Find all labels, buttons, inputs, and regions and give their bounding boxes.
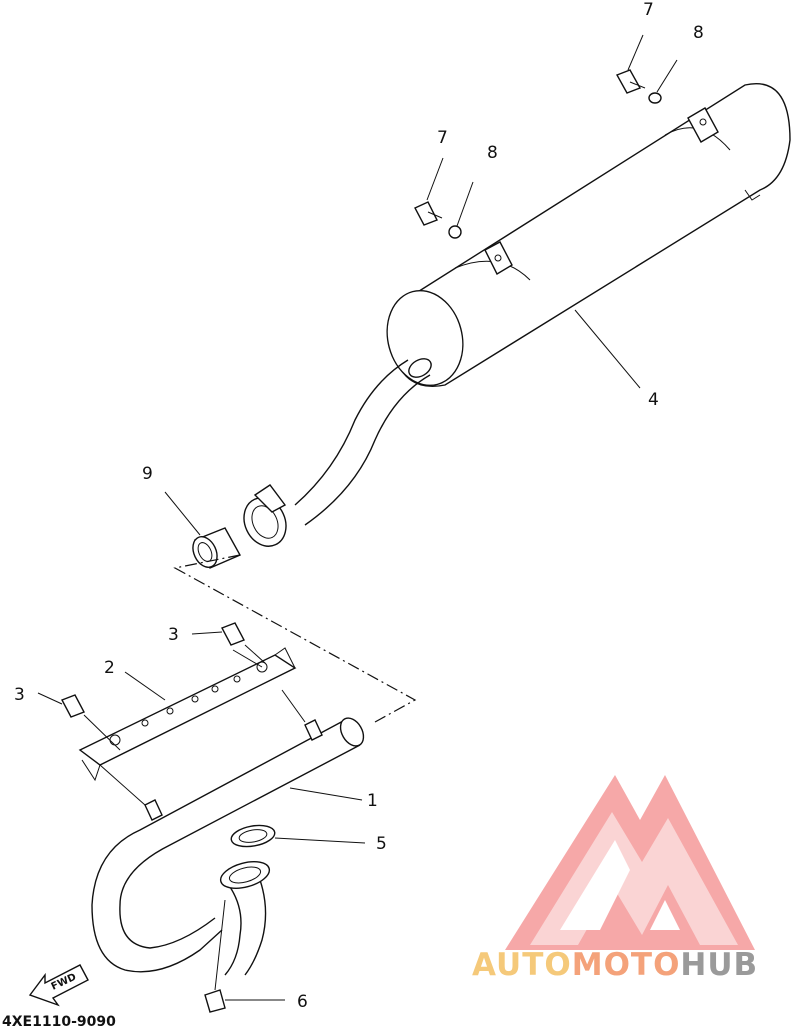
gasket-sleeve xyxy=(192,527,241,569)
label-part-6: 6 xyxy=(297,992,308,1012)
label-part-7-upper: 7 xyxy=(643,0,654,20)
washer-8-upper xyxy=(648,92,662,104)
watermark-logo xyxy=(505,775,755,950)
label-part-3-upper: 3 xyxy=(168,625,179,645)
gasket-ring xyxy=(230,824,276,848)
fwd-arrow: FWD xyxy=(28,964,89,1007)
label-part-3-left: 3 xyxy=(14,685,25,705)
leader-lines xyxy=(37,34,678,1001)
label-part-8-lower: 8 xyxy=(487,143,498,163)
muffler-inlet-pipe xyxy=(294,358,432,526)
label-part-9: 9 xyxy=(142,464,153,484)
watermark-text: AUTOMOTOHUB xyxy=(472,947,758,983)
label-part-7-lower: 7 xyxy=(437,128,448,148)
label-part-1: 1 xyxy=(367,791,378,811)
bolt-6 xyxy=(204,989,226,1013)
pipe-clamp xyxy=(243,484,287,547)
bolt-7-upper xyxy=(615,69,646,94)
watermark-auto: AUTO xyxy=(472,947,572,983)
watermark-hub: HUB xyxy=(680,947,758,983)
bolt-3-upper xyxy=(221,622,245,646)
label-part-2: 2 xyxy=(104,658,115,678)
bolt-3-left xyxy=(61,694,85,718)
exhaust-pipe xyxy=(91,717,365,976)
label-part-4: 4 xyxy=(648,390,659,410)
diagram-code: 4XE1110-9090 xyxy=(2,1014,116,1030)
bolt-7-lower xyxy=(414,201,443,226)
washer-8-lower xyxy=(448,225,462,239)
watermark-moto: MOTO xyxy=(572,947,681,983)
label-part-8-upper: 8 xyxy=(693,23,704,43)
heat-protector xyxy=(78,647,297,782)
assembly-line xyxy=(173,554,417,723)
label-part-5: 5 xyxy=(376,834,387,854)
